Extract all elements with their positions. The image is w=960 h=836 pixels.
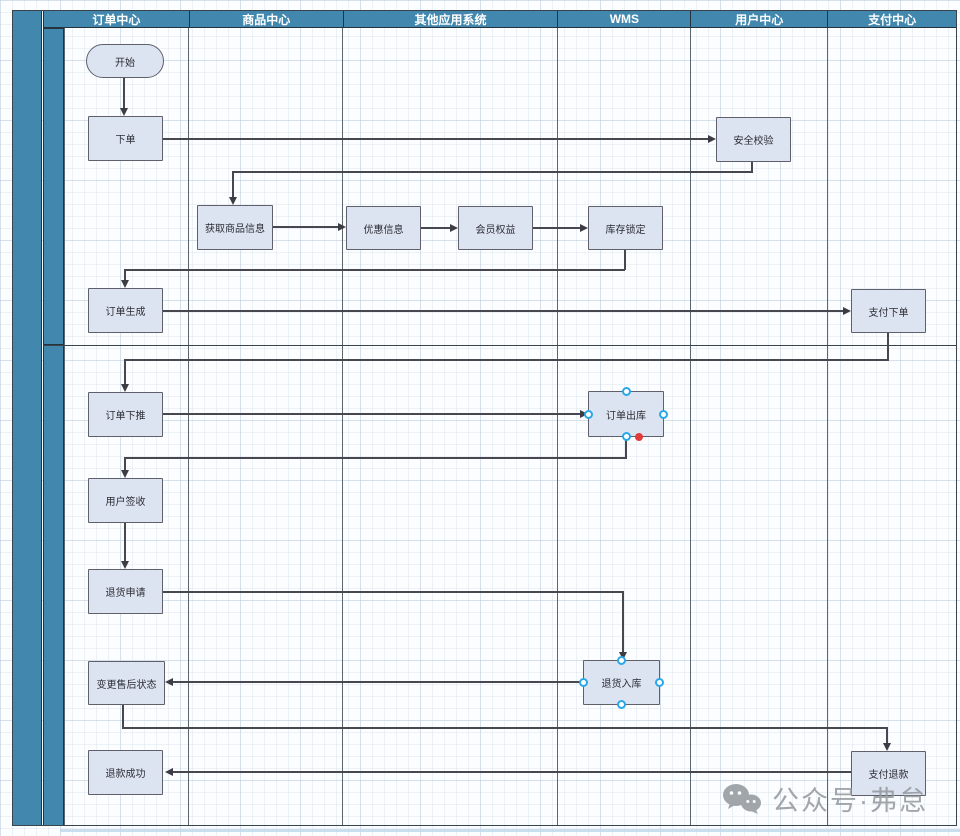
watermark-text: 公众号·弗怠: [772, 786, 928, 816]
lane-divider: [557, 28, 558, 826]
node-member-benefits[interactable]: 会员权益: [458, 206, 533, 250]
node-label: 会员权益: [475, 224, 516, 236]
node-security-check[interactable]: 安全校验: [716, 117, 791, 162]
phase-divider-line: [43, 345, 957, 346]
node-label: 订单下推: [105, 411, 146, 422]
canvas-edge-highlight: [60, 829, 960, 832]
node-place-order[interactable]: 下单: [88, 116, 163, 161]
phase-bar-1[interactable]: [43, 28, 64, 345]
selection-handle-top[interactable]: [617, 656, 626, 665]
arrowhead: [121, 384, 129, 392]
selection-handle-bottom[interactable]: [622, 432, 631, 441]
node-order-generate[interactable]: 订单生成: [88, 288, 163, 333]
connector-endpoint-dot[interactable]: [635, 433, 643, 441]
node-label: 支付下单: [868, 307, 909, 319]
arrowhead: [338, 223, 346, 231]
node-return-apply[interactable]: 退货申请: [88, 569, 163, 614]
lane-header-product-center[interactable]: 商品中心: [188, 11, 343, 27]
node-user-sign[interactable]: 用户签收: [88, 478, 163, 523]
node-pay-order[interactable]: 支付下单: [851, 289, 926, 333]
node-label: 获取商品信息: [205, 224, 265, 235]
node-label: 下单: [115, 135, 136, 146]
lane-divider: [342, 28, 343, 826]
node-label: 退款成功: [105, 769, 146, 780]
arrowhead: [165, 678, 173, 686]
selection-handle-right[interactable]: [659, 410, 668, 419]
node-get-product-info[interactable]: 获取商品信息: [197, 205, 273, 250]
arrowhead: [121, 561, 129, 569]
lane-header-other-systems[interactable]: 其他应用系统: [342, 11, 558, 27]
node-pay-refund[interactable]: 支付退款: [851, 751, 926, 796]
node-refund-success[interactable]: 退款成功: [88, 750, 163, 795]
node-inventory-lock[interactable]: 库存锁定: [588, 206, 663, 250]
arrowhead: [708, 135, 716, 143]
selection-handle-left[interactable]: [579, 678, 588, 687]
arrowhead: [580, 224, 588, 232]
arrowhead: [229, 197, 237, 205]
node-label: 退货入库: [601, 679, 642, 690]
node-label: 订单生成: [105, 307, 146, 318]
arrowhead: [121, 470, 129, 478]
watermark: 公众号·弗怠: [722, 779, 928, 818]
node-label: 库存锁定: [605, 224, 646, 236]
node-discount-info[interactable]: 优惠信息: [346, 206, 421, 250]
selection-handle-left[interactable]: [584, 410, 593, 419]
node-label: 开始: [115, 57, 135, 69]
arrowhead: [121, 280, 129, 288]
wechat-icon: [723, 783, 761, 814]
lane-divider: [827, 28, 828, 826]
selection-handle-top[interactable]: [622, 387, 631, 396]
node-start[interactable]: 开始: [86, 44, 164, 78]
lane-divider: [64, 28, 65, 826]
lane-header-row: 订单中心 商品中心 其他应用系统 WMS 用户中心 支付中心: [43, 10, 957, 28]
node-order-outbound[interactable]: 订单出库: [588, 391, 664, 437]
lane-divider: [690, 28, 691, 826]
node-change-aftersale-status[interactable]: 变更售后状态: [88, 661, 165, 705]
arrowhead: [450, 224, 458, 232]
arrowhead: [843, 307, 851, 315]
node-return-inbound[interactable]: 退货入库: [583, 660, 660, 705]
lane-header-pay-center[interactable]: 支付中心: [827, 11, 956, 27]
node-label: 用户签收: [105, 497, 146, 508]
phase-bar-2[interactable]: [43, 345, 64, 826]
lane-header-wms[interactable]: WMS: [557, 11, 690, 27]
arrowhead: [883, 743, 891, 751]
node-label: 订单出库: [606, 410, 646, 422]
selection-handle-right[interactable]: [655, 678, 664, 687]
selection-handle-bottom[interactable]: [617, 700, 626, 709]
node-label: 退货申请: [105, 588, 146, 599]
node-label: 支付退款: [868, 770, 909, 781]
lane-divider: [188, 28, 189, 826]
lane-header-user-center[interactable]: 用户中心: [690, 11, 827, 27]
node-label: 优惠信息: [363, 224, 404, 236]
arrowhead: [165, 768, 173, 776]
node-label: 变更售后状态: [96, 679, 157, 691]
lane-header-order-center[interactable]: 订单中心: [92, 12, 141, 27]
pool-title-bar[interactable]: [12, 10, 42, 826]
node-label: 安全校验: [733, 136, 774, 147]
node-order-push[interactable]: 订单下推: [88, 392, 163, 437]
arrowhead: [120, 108, 128, 116]
